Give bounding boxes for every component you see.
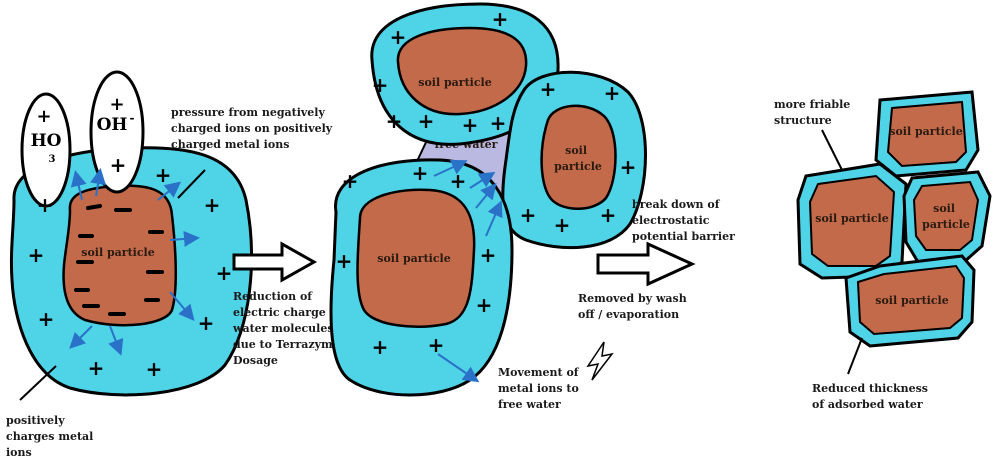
ho3-plus: + (36, 106, 51, 127)
pressure-leader-line (177, 169, 206, 199)
plus-charge: + (604, 81, 621, 105)
plus-charge: + (110, 153, 127, 177)
soil-particle-top (396, 26, 528, 116)
plus-charge: + (428, 333, 445, 357)
oh-ion-superscript: - (130, 111, 135, 125)
plus-charge: + (412, 161, 429, 185)
plus-charge: + (418, 109, 435, 133)
ho3-ion-ellipse (20, 92, 72, 208)
soil-particle-label-p3-left: soil particle (815, 212, 888, 225)
blue-arrows-1 (69, 168, 200, 356)
positive-charges-1: + + + + + + + + + + (28, 153, 233, 381)
soil-particle-label-p3-bottom: soil particle (875, 294, 948, 307)
movement-note: Movement of metal ions to free water (498, 366, 583, 411)
soil-particle-label-main: soil particle (377, 252, 450, 265)
panel-1-charged-particle: soil particle + HO 3 + OH - + + + + + + … (9, 70, 253, 401)
plus-charge: + (520, 203, 537, 227)
process-arrow-2 (596, 241, 696, 287)
plus-charge: + (476, 293, 493, 317)
pressure-note: pressure from negatively charged ions on… (171, 106, 336, 151)
plus-charge: + (600, 203, 617, 227)
plus-charge: + (372, 73, 389, 97)
plus-charge: + (620, 155, 637, 179)
plus-charge: + (372, 335, 389, 359)
plus-charge: + (198, 311, 215, 335)
soil-particle-label-top: soil particle (418, 76, 491, 89)
positive-ions-note: positively charges metal ions (6, 414, 97, 459)
reduced-note: Reduced thickness of adsorbed water (812, 382, 932, 411)
panel-2-particle-cluster: free water soil particle soil particle s… (329, 2, 647, 397)
plus-charge: + (38, 307, 55, 331)
process-arrow-1 (232, 241, 318, 283)
soil-particle-label-1: soil particle (81, 246, 154, 259)
panel-3-friable-structure: soil particle soil particle soil particl… (796, 90, 992, 375)
soil-particle-right (540, 104, 617, 210)
plus-charge: + (204, 193, 221, 217)
plus-charge: + (480, 243, 497, 267)
breakdown-note: break down of electrostatic potential ba… (632, 198, 735, 243)
plus-charge: + (554, 213, 571, 237)
plus-charge: + (37, 193, 54, 217)
plus-charge: + (216, 261, 233, 285)
plus-charge: + (390, 25, 407, 49)
positive-charges-2: + + + + + + + + + + + + + + + + + + + + … (336, 7, 637, 359)
plus-charge: + (28, 243, 45, 267)
friable-leader-line (821, 129, 843, 171)
plus-charge: + (146, 357, 163, 381)
plus-charge: + (386, 109, 403, 133)
oh-plus: + (109, 94, 124, 115)
positive-leader-line (19, 365, 57, 401)
blue-arrows-2 (433, 159, 503, 383)
plus-charge: + (88, 356, 105, 380)
evaporation-symbol (586, 341, 614, 381)
soil-particle-label-right: soil particle (554, 144, 602, 173)
soil-particle-p3-right (912, 180, 980, 251)
plus-charge: + (490, 111, 507, 135)
ho3-ion-subscript: 3 (49, 154, 56, 165)
reduced-leader-line (847, 337, 863, 375)
oh-ion-label: OH (97, 115, 128, 135)
ho3-ion-label: HO (31, 131, 62, 151)
negative-charges-1 (74, 204, 164, 316)
reduction-note: Reduction of electric charge of water mo… (232, 290, 346, 367)
plus-charge: + (462, 113, 479, 137)
oh-ion-ellipse (89, 70, 145, 194)
soil-particle-label-p3-right: soil particle (922, 202, 970, 231)
plus-charge: + (450, 169, 467, 193)
plus-charge: + (155, 163, 172, 187)
plus-charge: + (342, 169, 359, 193)
friable-note: more friable structure (774, 98, 854, 127)
soil-particle-p3-top (886, 100, 968, 168)
plus-charge: + (336, 249, 353, 273)
removed-note: Removed by wash off / evaporation (578, 292, 691, 321)
plus-charge: + (492, 7, 509, 31)
plus-charge: + (540, 77, 557, 101)
soil-particle-p3-bottom (856, 264, 966, 336)
soil-particle-label-p3-top: soil particle (889, 125, 962, 138)
soil-particle-main (356, 188, 476, 328)
